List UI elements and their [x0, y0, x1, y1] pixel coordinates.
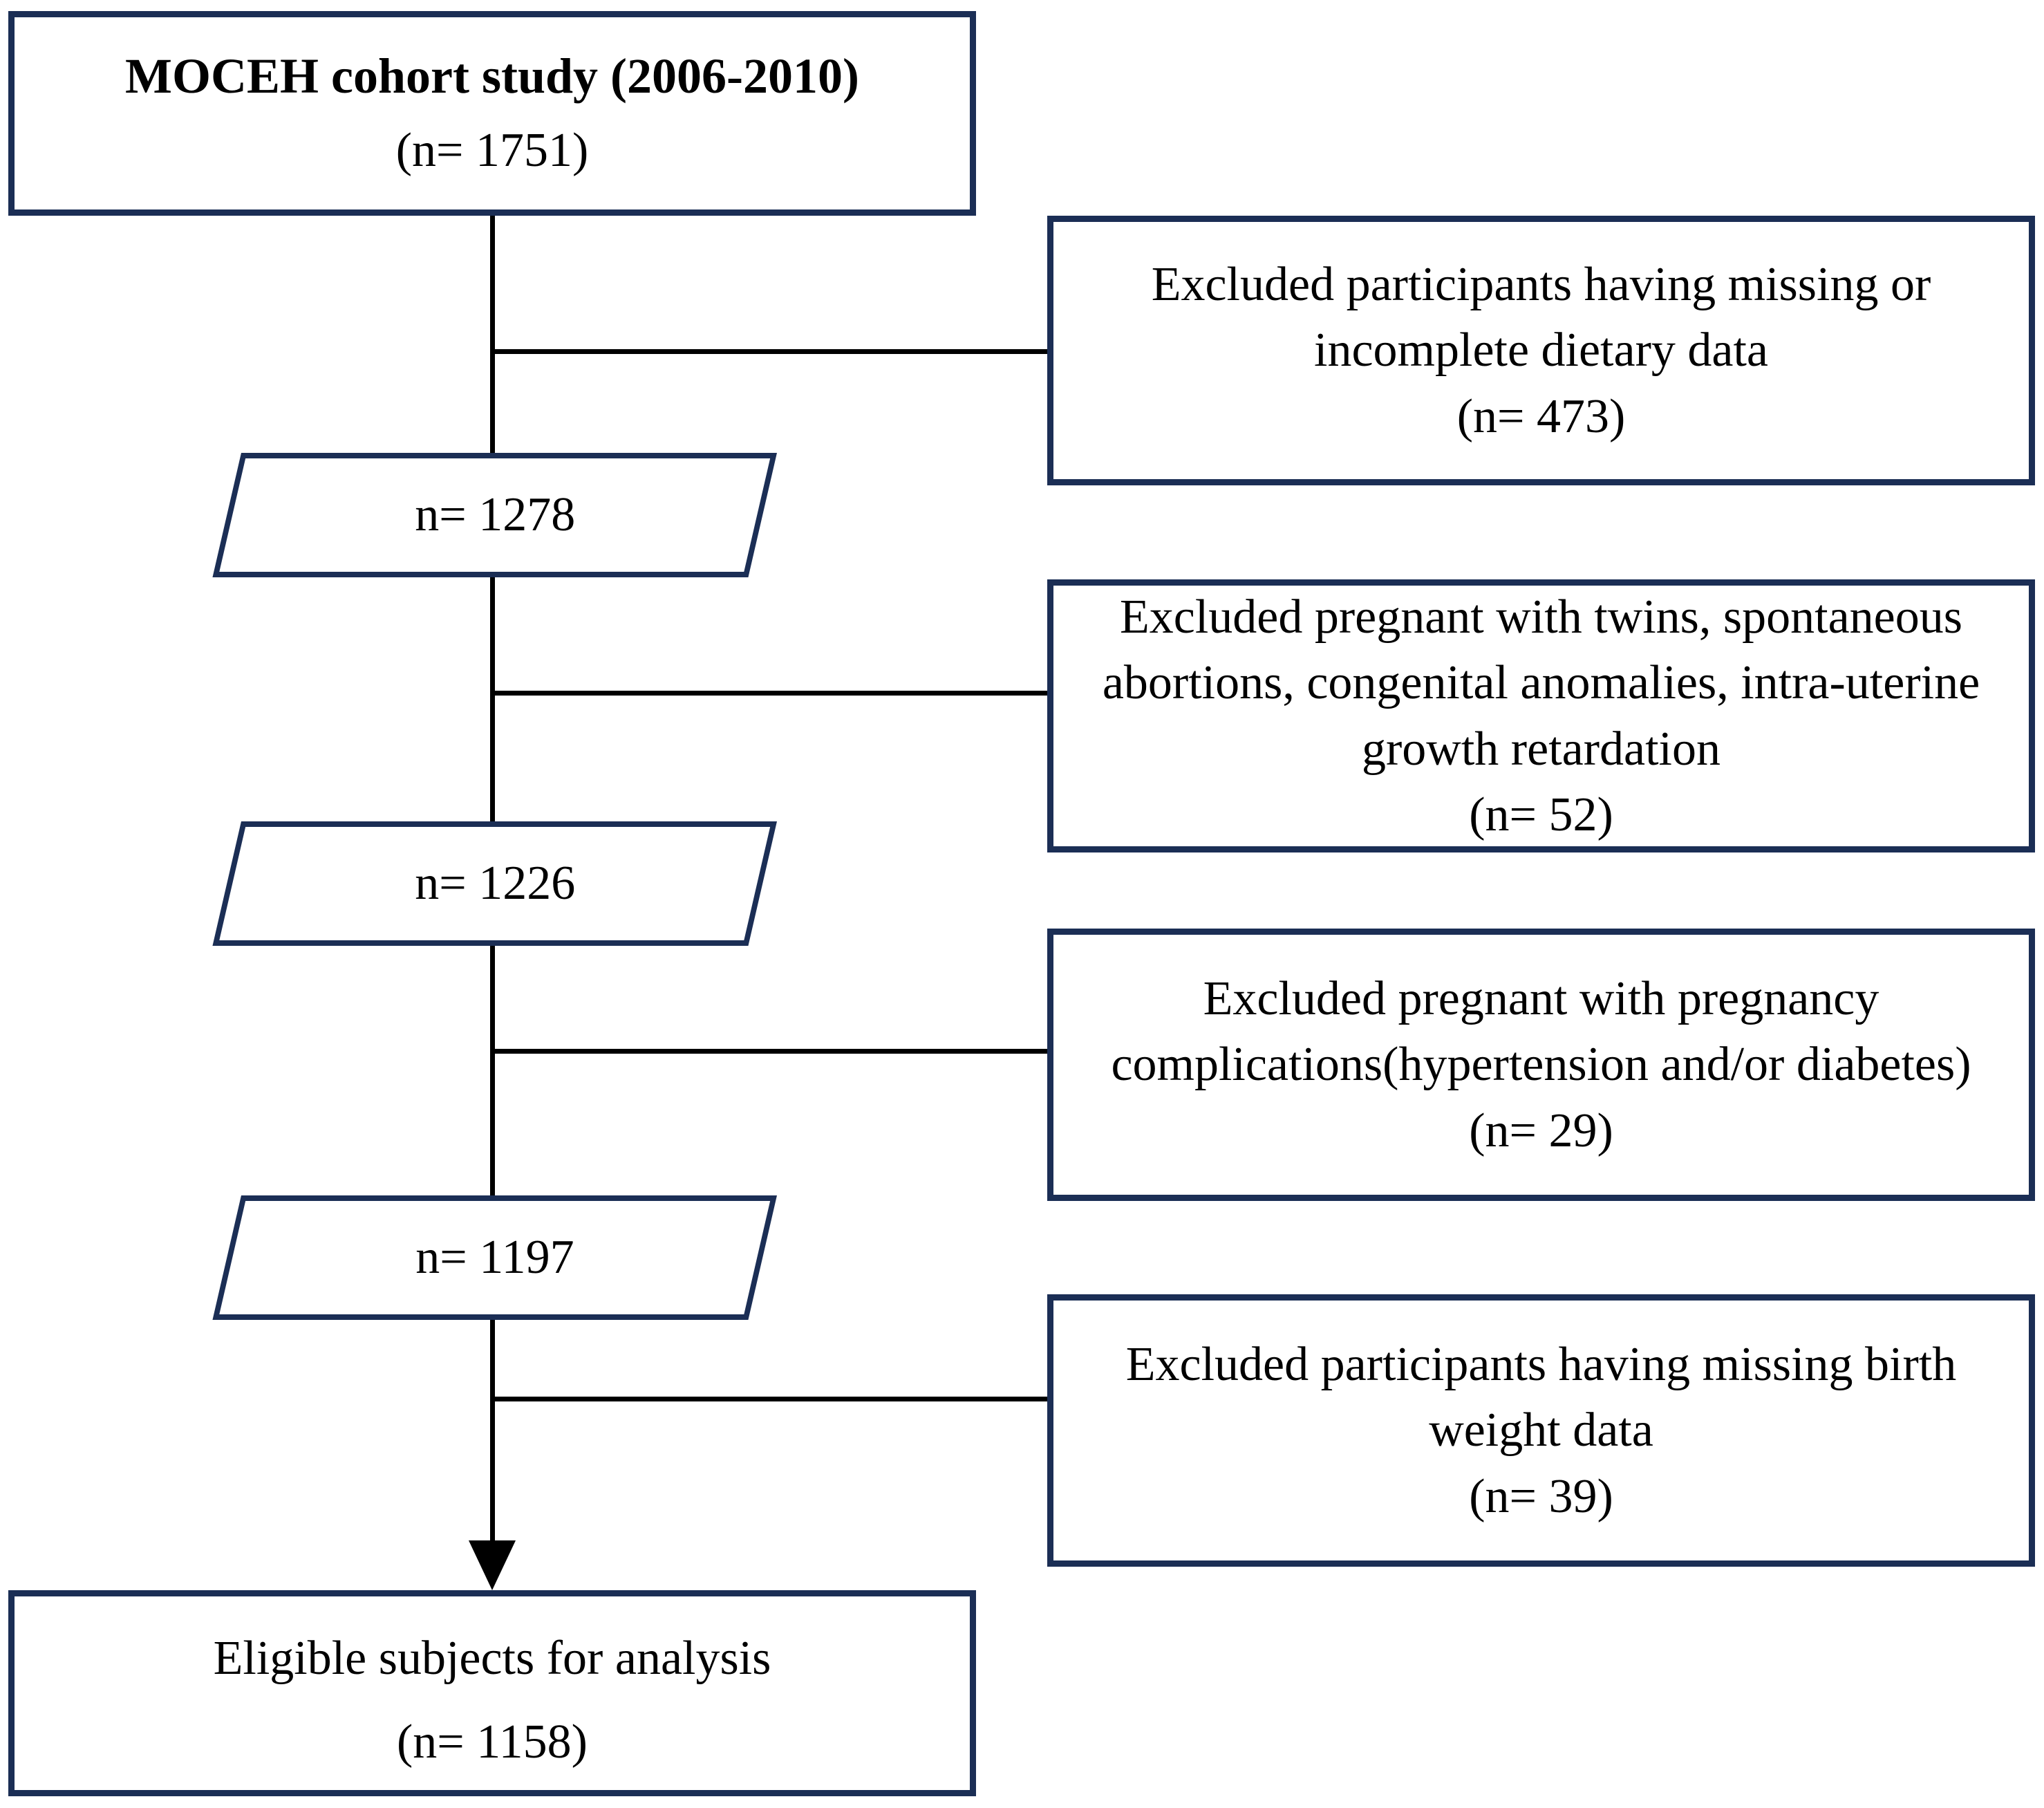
- exclusion-text-line: complications(hypertension and/or diabet…: [1111, 1038, 1971, 1092]
- step-parallelogram-1: n= 1278: [212, 453, 777, 577]
- branch-connector-2: [492, 691, 1049, 696]
- final-box-title: Eligible subjects for analysis: [213, 1632, 771, 1686]
- exclusion-text-line: Excluded participants having missing bir…: [1125, 1338, 1957, 1392]
- step-parallelogram-3: n= 1197: [212, 1195, 777, 1320]
- step-parallelogram-2: n= 1226: [212, 821, 777, 946]
- exclusion-text-line: Excluded pregnant with twins, spontaneou…: [1120, 590, 1962, 644]
- exclusion-box-1: Excluded participants having missing or …: [1047, 216, 2035, 485]
- exclusion-box-3: Excluded pregnant with pregnancy complic…: [1047, 929, 2035, 1201]
- step-count: n= 1226: [414, 857, 575, 910]
- exclusion-box-4: Excluded participants having missing bir…: [1047, 1294, 2035, 1567]
- arrow-down-icon: [469, 1540, 516, 1590]
- branch-connector-3: [492, 1049, 1049, 1054]
- branch-connector-1: [492, 349, 1049, 354]
- branch-connector-4: [492, 1397, 1049, 1401]
- start-box-title: MOCEH cohort study (2006-2010): [125, 48, 859, 104]
- exclusion-text-line: Excluded pregnant with pregnancy: [1203, 972, 1879, 1026]
- exclusion-text-line: weight data: [1429, 1404, 1653, 1457]
- exclusion-text-line: incomplete dietary data: [1314, 324, 1768, 378]
- start-box: MOCEH cohort study (2006-2010) (n= 1751): [8, 11, 976, 216]
- exclusion-count: (n= 39): [1469, 1469, 1613, 1523]
- final-box-count: (n= 1158): [396, 1715, 588, 1769]
- exclusion-box-2: Excluded pregnant with twins, spontaneou…: [1047, 579, 2035, 852]
- exclusion-count: (n= 29): [1469, 1103, 1613, 1157]
- exclusion-text-line: Excluded participants having missing or: [1151, 258, 1931, 312]
- start-box-count: (n= 1751): [395, 124, 589, 178]
- exclusion-count: (n= 52): [1469, 787, 1613, 841]
- step-count: n= 1278: [414, 488, 575, 541]
- exclusion-count: (n= 473): [1456, 389, 1626, 443]
- exclusion-text-line: growth retardation: [1362, 722, 1720, 776]
- step-count: n= 1197: [415, 1231, 574, 1284]
- final-box: Eligible subjects for analysis (n= 1158): [8, 1590, 976, 1796]
- exclusion-text-line: abortions, congenital anomalies, intra-u…: [1102, 656, 1980, 710]
